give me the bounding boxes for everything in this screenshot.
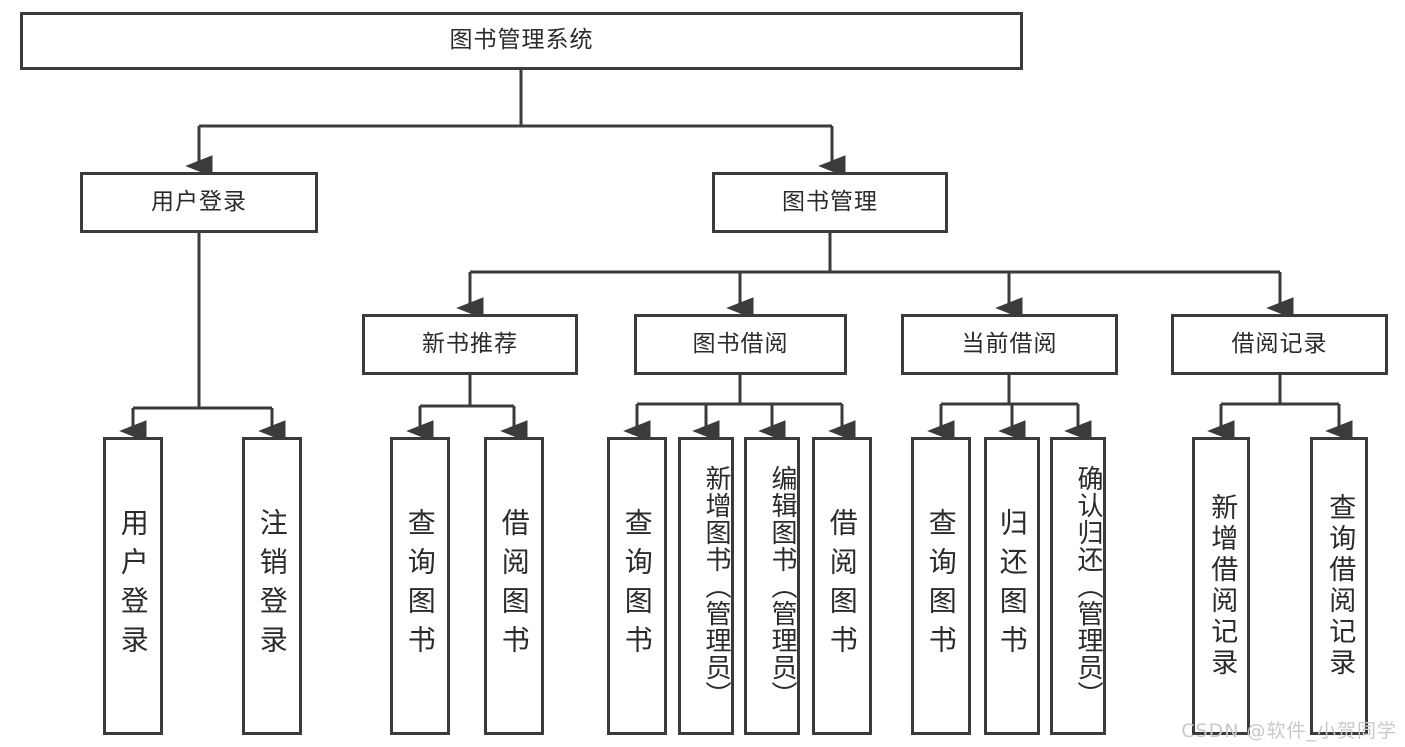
node-book-borrow[interactable]: 图书借阅 xyxy=(634,314,847,375)
node-leaf-query-book-3[interactable]: 查询图书 xyxy=(911,437,971,735)
node-leaf-query-book-2-label: 查询图书 xyxy=(620,508,654,664)
node-leaf-logout[interactable]: 注销登录 xyxy=(242,437,302,735)
node-new-book-recommend[interactable]: 新书推荐 xyxy=(362,314,578,375)
node-leaf-add-record-label: 新增借阅记录 xyxy=(1206,493,1238,679)
node-leaf-user-login[interactable]: 用户登录 xyxy=(103,437,163,735)
node-leaf-return-book[interactable]: 归还图书 xyxy=(984,437,1040,735)
node-leaf-borrow-book-1[interactable]: 借阅图书 xyxy=(484,437,544,735)
node-leaf-query-book-2[interactable]: 查询图书 xyxy=(607,437,667,735)
node-leaf-return-book-label: 归还图书 xyxy=(995,508,1029,664)
node-leaf-borrow-book-2[interactable]: 借阅图书 xyxy=(812,437,872,735)
node-leaf-add-record[interactable]: 新增借阅记录 xyxy=(1192,437,1250,735)
node-leaf-borrow-book-1-label: 借阅图书 xyxy=(497,508,531,664)
node-borrow-record[interactable]: 借阅记录 xyxy=(1171,314,1388,375)
node-leaf-query-record-label: 查询借阅记录 xyxy=(1324,493,1356,679)
node-book-manage[interactable]: 图书管理 xyxy=(712,172,948,233)
node-leaf-query-book-1-label: 查询图书 xyxy=(403,508,437,664)
node-new-book-recommend-label: 新书推荐 xyxy=(422,330,518,357)
node-borrow-record-label: 借阅记录 xyxy=(1231,330,1328,357)
node-leaf-edit-book[interactable]: 编辑图书（管理员） xyxy=(744,437,800,735)
node-user-login-label: 用户登录 xyxy=(151,188,247,215)
node-book-borrow-label: 图书借阅 xyxy=(692,330,789,357)
node-leaf-confirm-return[interactable]: 确认归还（管理员） xyxy=(1050,437,1106,735)
node-leaf-query-book-3-label: 查询图书 xyxy=(924,508,958,664)
node-book-manage-label: 图书管理 xyxy=(782,188,878,215)
node-leaf-logout-label: 注销登录 xyxy=(255,508,289,664)
node-leaf-add-book-label: 新增图书（管理员） xyxy=(701,464,731,708)
node-leaf-borrow-book-2-label: 借阅图书 xyxy=(825,508,859,664)
node-user-login[interactable]: 用户登录 xyxy=(80,172,318,233)
node-root[interactable]: 图书管理系统 xyxy=(20,12,1023,70)
node-current-borrow-label: 当前借阅 xyxy=(961,330,1058,357)
node-leaf-add-book[interactable]: 新增图书（管理员） xyxy=(678,437,734,735)
node-leaf-query-book-1[interactable]: 查询图书 xyxy=(390,437,450,735)
node-current-borrow[interactable]: 当前借阅 xyxy=(901,314,1118,375)
watermark-text: CSDN @软件_小贺同学 xyxy=(1181,720,1397,742)
node-leaf-query-record[interactable]: 查询借阅记录 xyxy=(1310,437,1368,735)
node-leaf-edit-book-label: 编辑图书（管理员） xyxy=(767,464,797,708)
node-root-label: 图书管理系统 xyxy=(449,27,594,54)
node-leaf-user-login-label: 用户登录 xyxy=(116,508,150,664)
node-leaf-confirm-return-label: 确认归还（管理员） xyxy=(1073,464,1103,708)
